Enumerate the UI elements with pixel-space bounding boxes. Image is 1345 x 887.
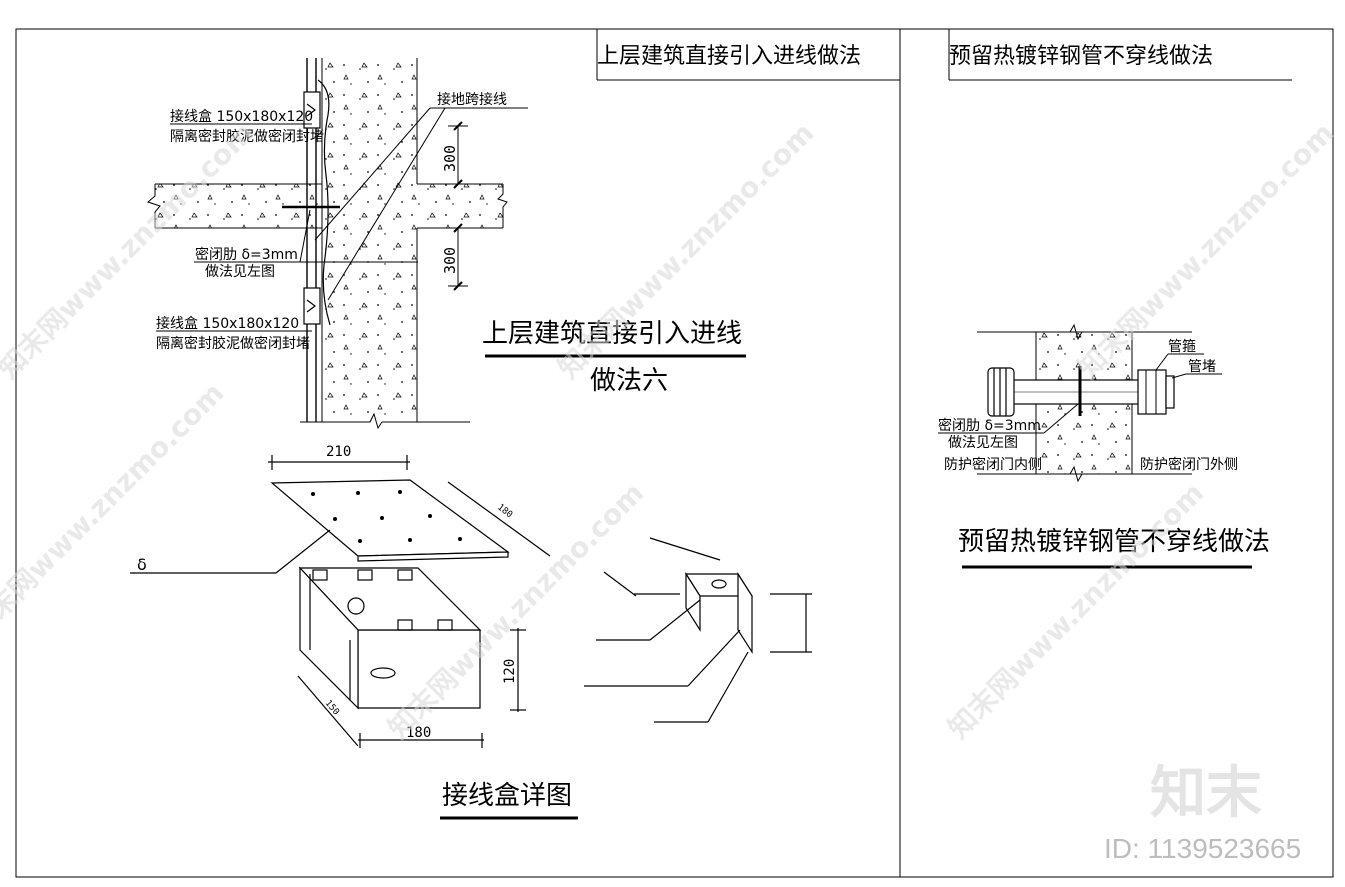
delta-label: δ [137, 555, 147, 574]
section-b-title: 接线盒详图 [442, 781, 572, 811]
label-rib-note: 做法见左图 [205, 264, 275, 280]
watermark-id: ID: 1139523665 [1104, 833, 1301, 864]
label-c-rib-note: 做法见左图 [948, 435, 1018, 451]
dim-210: 210 [326, 444, 351, 460]
drawing-frame [15, 28, 1334, 878]
watermark-logo: 知末 [1150, 761, 1262, 824]
junction-box-detail [130, 455, 551, 748]
label-c-rib: 密闭肋 δ=3mm [938, 417, 1041, 434]
pipe-plug [1165, 375, 1175, 409]
pipe-clamp [1137, 369, 1167, 415]
label-ground-jumper: 接地跨接线 [437, 91, 507, 108]
bracket-detail [584, 537, 812, 723]
junction-box-bottom [303, 287, 321, 325]
header-left-title: 上层建筑直接引入进线做法 [597, 44, 861, 69]
box-lid [270, 479, 510, 557]
section-c-structure [938, 323, 1222, 483]
dim-180: 180 [406, 725, 431, 741]
dim-300-top: 300 [441, 145, 459, 172]
section-a-title-line1: 上层建筑直接引入进线 [482, 319, 742, 349]
label-box-bottom: 接线盒 150x180x120 [156, 315, 299, 332]
label-pipe-plug: 管堵 [1188, 359, 1216, 375]
upper-wall [322, 58, 417, 184]
watermark-text-3: 知末网www.znzmo.com [942, 476, 1211, 745]
label-seal-bottom: 隔离密封胶泥做密闭封堵 [156, 335, 310, 352]
junction-box-top [303, 91, 321, 129]
dim-300-bottom: 300 [441, 247, 459, 274]
label-box-top: 接线盒 150x180x120 [170, 108, 313, 125]
label-outer-side: 防护密闭门外侧 [1140, 456, 1238, 473]
section-c-title: 预留热镀锌钢管不穿线做法 [958, 527, 1270, 557]
watermark-text-6: 知末网www.znzmo.com [0, 376, 230, 645]
dim-120: 120 [502, 659, 518, 684]
section-a-structure: 300 300 [147, 58, 528, 430]
dim-150: 150 [323, 699, 341, 718]
label-inner-side: 防护密闭门内侧 [944, 456, 1042, 473]
watermark-text-4: 知末网www.znzmo.com [1072, 116, 1341, 385]
flange-left [987, 367, 1015, 417]
lower-wall [322, 228, 417, 422]
ground-jumper-wire [317, 79, 331, 326]
label-pipe-clamp: 管箍 [1168, 338, 1196, 355]
section-a-title-line2: 做法六 [590, 366, 668, 396]
label-seal-top: 隔离密封胶泥做密闭封堵 [170, 128, 324, 145]
label-rib: 密闭肋 δ=3mm [195, 246, 298, 263]
header-right-title: 预留热镀锌钢管不穿线做法 [949, 44, 1213, 69]
